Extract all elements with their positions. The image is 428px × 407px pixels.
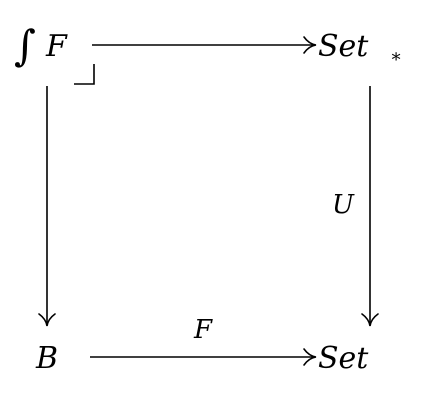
arrow-top-head <box>303 36 317 54</box>
pullback-corner-mark <box>74 64 95 85</box>
arrow-right-head <box>361 313 379 327</box>
node-top-left: ∫ F <box>14 21 68 70</box>
arrow-bottom-horizontal: F <box>90 315 317 366</box>
node-top-right: Set ∗ <box>318 29 402 67</box>
arrow-left-vertical <box>38 86 56 327</box>
node-top-right-label: Set <box>318 29 369 64</box>
node-bottom-left-label: B <box>35 341 58 376</box>
arrow-right-vertical: U <box>332 86 379 327</box>
node-top-right-subscript: ∗ <box>390 46 402 67</box>
arrow-top-horizontal <box>92 36 317 54</box>
arrow-bottom-label: F <box>193 315 213 345</box>
node-bottom-right-label: Set <box>318 341 369 376</box>
arrow-bottom-head <box>303 348 317 366</box>
arrow-right-label: U <box>332 190 355 220</box>
node-top-left-label: F <box>45 29 68 64</box>
integral-sign: ∫ <box>14 21 36 70</box>
arrow-left-head <box>38 313 56 327</box>
